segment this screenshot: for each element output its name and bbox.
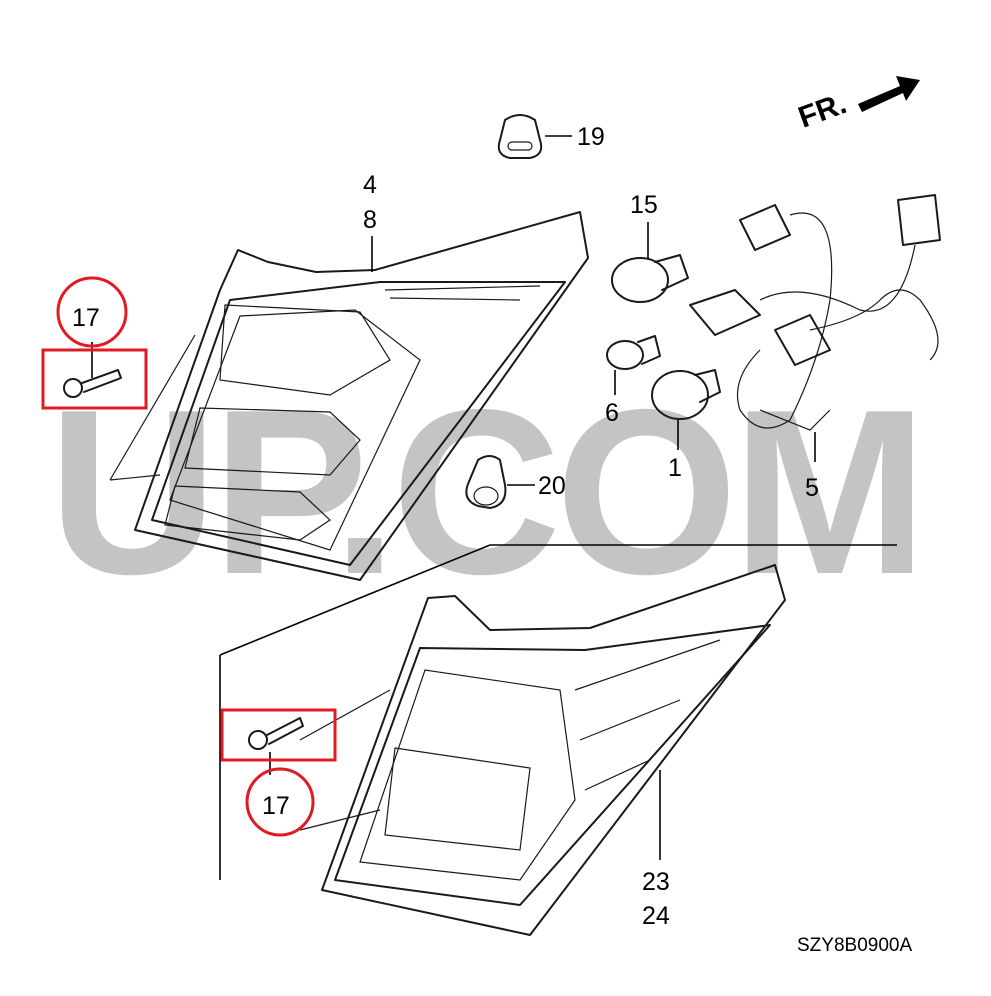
lower-lamp-housing bbox=[321, 564, 786, 936]
part-17-screw-upper bbox=[63, 342, 122, 398]
diagram-code: SZY8B0900A bbox=[797, 935, 912, 956]
callout-17-top: 17 bbox=[72, 304, 100, 332]
harness-socket-c-icon bbox=[774, 314, 831, 366]
harness-socket-b-icon bbox=[689, 289, 761, 336]
upper-led-cluster-2 bbox=[184, 407, 361, 476]
front-arrow-icon bbox=[858, 76, 920, 112]
highlight-circle-lower bbox=[245, 767, 315, 837]
callout-19: 19 bbox=[577, 123, 605, 151]
part-5-wire-harness bbox=[689, 194, 941, 462]
part-15-bulb bbox=[611, 222, 689, 303]
highlight-box-upper bbox=[41, 348, 148, 410]
upper-screw-guide bbox=[109, 334, 196, 481]
lower-screw-guide bbox=[299, 689, 391, 831]
screw-17-upper-head-icon bbox=[63, 378, 83, 398]
upper-lamp-inner-frame bbox=[169, 309, 421, 551]
upper-lamp-detail-lines bbox=[384, 285, 541, 301]
watermark-text: UP.COM bbox=[48, 360, 922, 623]
callout-8: 8 bbox=[363, 206, 377, 234]
callout-4: 4 bbox=[363, 171, 377, 199]
harness-wire-3 bbox=[759, 244, 916, 312]
callout-5: 5 bbox=[805, 474, 819, 502]
callout-17-bottom: 17 bbox=[262, 792, 290, 820]
screw-17-lower-shank bbox=[266, 717, 304, 745]
bulb-1-base bbox=[694, 369, 721, 403]
bulb-6-icon bbox=[606, 340, 644, 370]
harness-wire-4 bbox=[759, 409, 831, 431]
callout-15: 15 bbox=[630, 191, 658, 219]
lower-lamp-lens bbox=[334, 624, 771, 906]
screw-17-lower-head-icon bbox=[248, 730, 268, 750]
upper-led-cluster-1 bbox=[219, 304, 391, 396]
assembly-boundary-line bbox=[219, 544, 897, 880]
bulb-15-icon bbox=[611, 257, 669, 303]
callout-23: 23 bbox=[642, 868, 670, 896]
upper-lamp-lens bbox=[151, 281, 566, 566]
bulb-15-base bbox=[654, 254, 689, 291]
grommet-19-slot bbox=[507, 141, 533, 151]
lower-lamp-detail-lines bbox=[574, 639, 721, 791]
lower-tail-lamp bbox=[321, 564, 786, 936]
grommet-19-icon bbox=[497, 114, 543, 159]
lower-lamp-inner-frame bbox=[359, 669, 576, 881]
harness-socket-a-icon bbox=[739, 204, 791, 251]
front-direction-indicator: FR. bbox=[794, 76, 920, 135]
highlight-box-lower bbox=[220, 708, 337, 762]
upper-tail-lamp bbox=[134, 211, 589, 581]
callout-20: 20 bbox=[538, 472, 566, 500]
harness-connector-icon bbox=[897, 194, 941, 246]
bulb-6-base bbox=[637, 335, 661, 365]
bulb-1-icon bbox=[651, 370, 709, 420]
upper-lamp-housing bbox=[134, 211, 589, 581]
grommet-20-flange bbox=[473, 486, 499, 506]
callout-6: 6 bbox=[605, 399, 619, 427]
lower-lamp-pocket bbox=[384, 747, 531, 851]
screw-17-upper-shank bbox=[81, 369, 122, 393]
part-17-screw-lower bbox=[248, 717, 304, 775]
callout-1: 1 bbox=[668, 454, 682, 482]
highlight-circle-upper bbox=[56, 276, 128, 348]
upper-reflector bbox=[164, 485, 331, 541]
part-6-bulb bbox=[606, 335, 661, 395]
direction-label: FR. bbox=[794, 87, 851, 135]
callout-24: 24 bbox=[642, 902, 670, 930]
part-1-bulb bbox=[651, 369, 721, 450]
part-19-grommet bbox=[497, 114, 572, 159]
part-20-grommet bbox=[465, 455, 535, 509]
grommet-20-icon bbox=[465, 455, 507, 509]
harness-wire-1 bbox=[736, 212, 833, 429]
